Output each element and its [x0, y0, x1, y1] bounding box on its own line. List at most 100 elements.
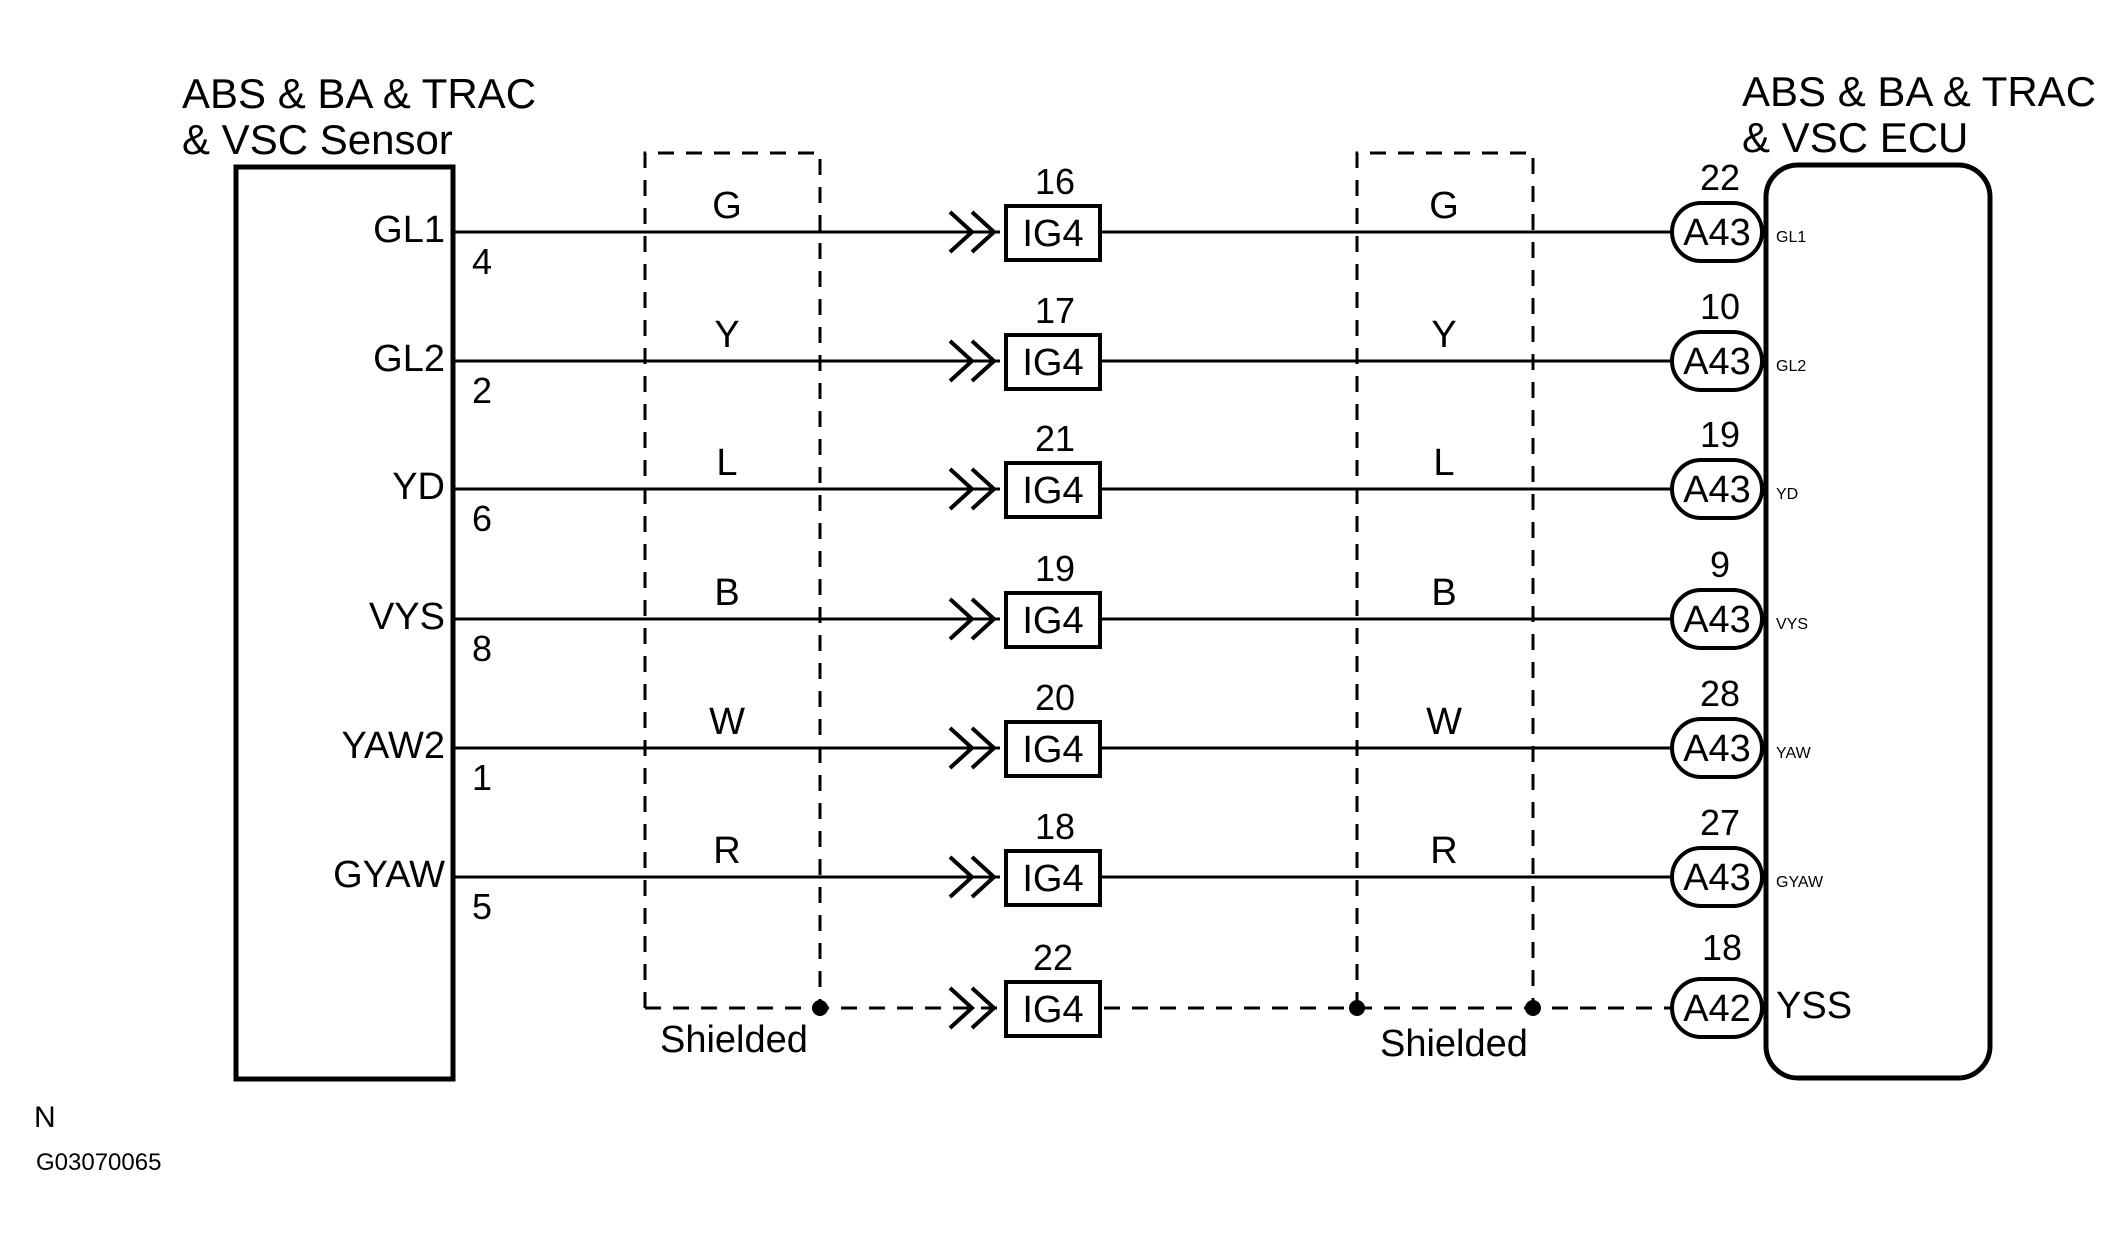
- junction-connector: [1004, 333, 1102, 391]
- wire-color-left: G: [712, 185, 742, 227]
- junction-connector: [1004, 461, 1102, 519]
- sensor-pin-number: 4: [472, 241, 492, 282]
- wire-color-right: L: [1433, 442, 1454, 484]
- ecu-pin-label: YAW: [1776, 745, 1812, 762]
- junction-connector-label: IG4: [1022, 989, 1083, 1031]
- junction-pin-number: 16: [1035, 161, 1075, 202]
- ecu-connector-label: A43: [1683, 728, 1751, 770]
- ecu-pin-number: 18: [1702, 927, 1742, 968]
- sensor-box: [233, 164, 456, 1082]
- junction-pin-number: 19: [1035, 548, 1075, 589]
- ecu-connector-label: A43: [1683, 341, 1751, 383]
- wire-color-right: W: [1426, 701, 1462, 743]
- sensor-pin-number: 6: [472, 498, 492, 539]
- shield-left-enclosure: [643, 151, 822, 1008]
- shield-right-enclosure: [1355, 151, 1535, 1008]
- junction-connector: [1004, 720, 1102, 778]
- ecu-pin-number: 10: [1700, 286, 1740, 327]
- wire-color-right: Y: [1431, 314, 1456, 356]
- ecu-pin-number: 22: [1700, 157, 1740, 198]
- ecu-connector: [1670, 717, 1764, 779]
- junction-pin-number: 18: [1035, 806, 1075, 847]
- ecu-pin-label: VYS: [1776, 616, 1808, 633]
- sensor-pin-number: 1: [472, 757, 492, 798]
- sensor-pin-number: 8: [472, 628, 492, 669]
- sensor-pin-label: GYAW: [333, 854, 445, 896]
- junction-connector: [1004, 980, 1102, 1038]
- junction-arrow-icon: [948, 855, 997, 899]
- ecu-pin-number: 19: [1700, 414, 1740, 455]
- ecu-pin-label: GL2: [1776, 358, 1806, 375]
- wire-color-right: G: [1429, 185, 1459, 227]
- ecu-connector: [1670, 588, 1764, 650]
- junction-connector-label: IG4: [1022, 858, 1083, 900]
- junction-connector-label: IG4: [1022, 213, 1083, 255]
- junction-arrow-icon: [948, 597, 997, 641]
- junction-connector: [1004, 204, 1102, 262]
- ecu-connector: [1670, 977, 1764, 1039]
- junction-connector: [1004, 591, 1102, 649]
- ecu-connector-label: A43: [1683, 469, 1751, 511]
- ecu-pin-number: 27: [1700, 802, 1740, 843]
- ecu-box: [1763, 162, 1993, 1081]
- figure-id: G03070065: [36, 1149, 161, 1176]
- ecu-pin-number: 28: [1700, 673, 1740, 714]
- junction-connector-label: IG4: [1022, 600, 1083, 642]
- junction-arrow-icon: [948, 986, 997, 1030]
- sensor-pin-label: GL1: [373, 209, 445, 251]
- ecu-connector: [1670, 330, 1764, 392]
- junction-pin-number: 21: [1035, 418, 1075, 459]
- shield-drain-row: IG4 22 A42 18 YSS Shielded Shielded: [645, 927, 1852, 1065]
- diagram-code: N: [34, 1101, 56, 1134]
- sensor-pin-label: YAW2: [342, 725, 445, 767]
- sensor-pin-number: 2: [472, 370, 492, 411]
- ecu-connector-label: A43: [1683, 857, 1751, 899]
- wire-color-left: L: [716, 442, 737, 484]
- wire-color-left: W: [709, 701, 745, 743]
- ecu-connector: [1670, 201, 1764, 263]
- junction-arrow-icon: [948, 210, 997, 254]
- shield-label-right: Shielded: [1380, 1023, 1528, 1065]
- sensor-pin-label: YD: [392, 466, 445, 508]
- shield-splice-dot: [1525, 1000, 1541, 1016]
- junction-arrow-icon: [948, 339, 997, 383]
- wire-color-left: R: [713, 830, 740, 872]
- ecu-pin-label: GYAW: [1776, 874, 1824, 891]
- junction-pin-number: 22: [1033, 937, 1073, 978]
- ecu-title-line2: & VSC ECU: [1742, 114, 1968, 161]
- ecu-pin-label: YD: [1776, 486, 1798, 503]
- wire-color-right: B: [1431, 572, 1456, 614]
- junction-connector-label: IG4: [1022, 342, 1083, 384]
- ecu-connector: [1670, 458, 1764, 520]
- ecu-connector-label: A43: [1683, 212, 1751, 254]
- junction-arrow-icon: [948, 726, 997, 770]
- junction-connector-label: IG4: [1022, 470, 1083, 512]
- junction-pin-number: 17: [1035, 290, 1075, 331]
- sensor-title-line1: ABS & BA & TRAC: [182, 70, 536, 117]
- sensor-pin-label: VYS: [369, 596, 445, 638]
- sensor-title-line2: & VSC Sensor: [182, 116, 453, 163]
- junction-arrow-icon: [948, 467, 997, 511]
- ecu-connector-label: A43: [1683, 599, 1751, 641]
- wire-color-left: B: [714, 572, 739, 614]
- wire-color-left: Y: [714, 314, 739, 356]
- shield-splice-dot: [1349, 1000, 1365, 1016]
- sensor-pin-number: 5: [472, 886, 492, 927]
- ecu-connector-label: A42: [1683, 988, 1751, 1030]
- junction-connector: [1004, 849, 1102, 907]
- ecu-pin-label: YSS: [1776, 985, 1852, 1027]
- wire-color-right: R: [1430, 830, 1457, 872]
- shield-label-left: Shielded: [660, 1019, 808, 1061]
- ecu-pin-number: 9: [1710, 544, 1730, 585]
- sensor-pin-label: GL2: [373, 338, 445, 380]
- ecu-title-line1: ABS & BA & TRAC: [1742, 68, 2096, 115]
- ecu-pin-label: GL1: [1776, 229, 1806, 246]
